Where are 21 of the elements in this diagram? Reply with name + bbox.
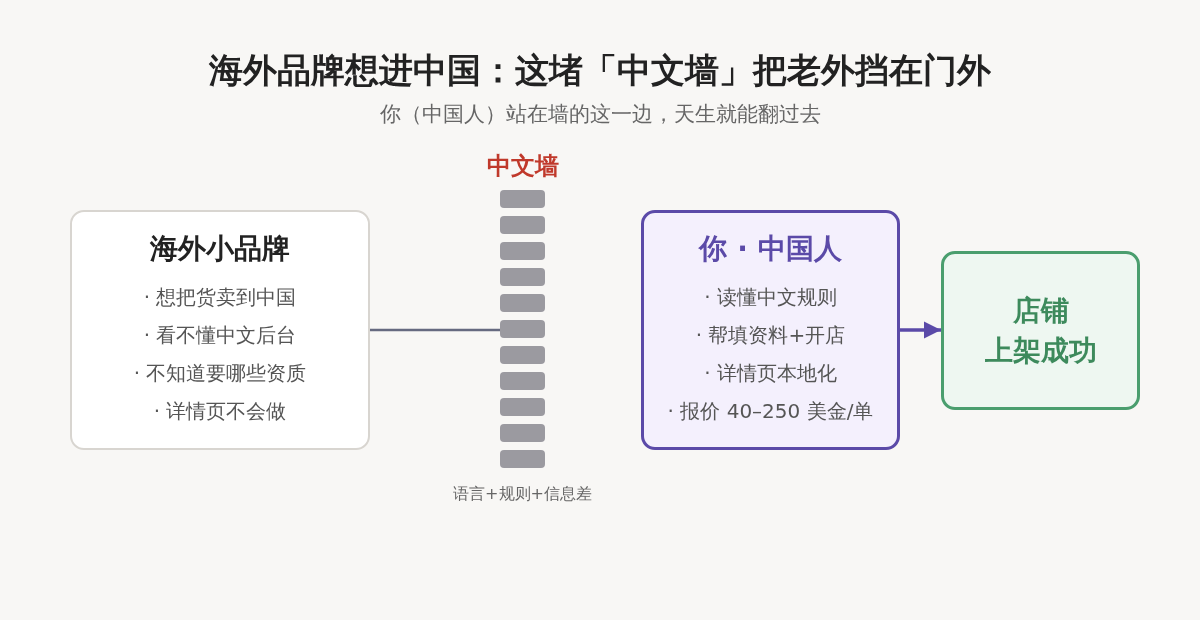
bullet-item: · 不知道要哪些资质 xyxy=(133,360,307,387)
result-card xyxy=(941,251,1140,410)
bullet-item: · 帮填资料+开店 xyxy=(695,322,846,349)
bullet-item: · 报价 40–250 美金/单 xyxy=(667,398,874,425)
card-heading: 你 · 中国人 xyxy=(699,231,842,267)
card-heading: 海外小品牌 xyxy=(150,231,290,267)
wall-caption: 语言+规则+信息差 xyxy=(452,484,593,505)
arrow xyxy=(900,321,941,339)
connector-line xyxy=(370,328,500,332)
bullet-item: · 读懂中文规则 xyxy=(704,284,837,311)
card-heading: 店铺 xyxy=(1012,292,1069,329)
bullet-item: · 看不懂中文后台 xyxy=(143,322,297,349)
card-heading: 上架成功 xyxy=(984,332,1097,369)
bullet-item: · 详情页不会做 xyxy=(153,398,287,425)
subtitle: 你（中国人）站在墙的这一边，天生就能翻过去 xyxy=(378,101,822,128)
helper-card xyxy=(641,210,900,450)
brand-card xyxy=(70,210,370,450)
title: 海外品牌想进中国：这堵「中文墙」把老外挡在门外 xyxy=(208,49,992,92)
wall-label: 中文墙 xyxy=(485,151,560,182)
bullet-item: · 想把货卖到中国 xyxy=(143,284,297,311)
bullet-item: · 详情页本地化 xyxy=(704,360,837,387)
